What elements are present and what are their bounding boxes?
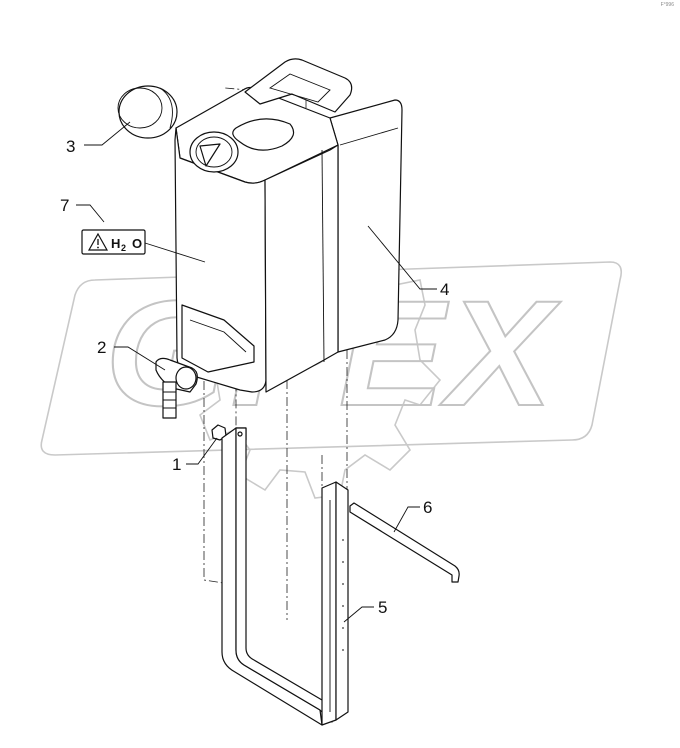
callout-3: 3: [66, 137, 75, 156]
callout-2: 2: [97, 338, 106, 357]
callout-7: 7: [60, 196, 69, 215]
rod: [349, 502, 460, 583]
leader-7b: [144, 242, 206, 263]
corner-mark: F°996: [660, 2, 674, 8]
leader-4: [367, 225, 437, 290]
leader-7: [76, 204, 105, 223]
callout-6: 6: [423, 498, 432, 517]
warning-label: H 2 O: [81, 229, 146, 255]
callouts: 3 7 2 4 1 6 5: [60, 137, 449, 617]
water-tank: [174, 58, 403, 393]
leader-2: [114, 346, 166, 371]
leader-1: [186, 437, 218, 465]
callout-4: 4: [440, 280, 449, 299]
warning-triangle-icon: [87, 232, 109, 251]
callout-1: 1: [172, 455, 181, 474]
bracket: [221, 427, 349, 726]
leader-6: [393, 506, 420, 533]
callout-5: 5: [378, 598, 387, 617]
watermark-banner: [40, 261, 623, 456]
label-text-o: O: [132, 236, 142, 251]
leader-lines: [76, 121, 437, 623]
label-text-h: H: [111, 236, 120, 251]
leader-3: [84, 121, 131, 146]
cap: [117, 85, 178, 139]
leader-5: [343, 606, 374, 623]
tap: [155, 357, 198, 419]
label-text-subscript: 2: [121, 243, 126, 253]
